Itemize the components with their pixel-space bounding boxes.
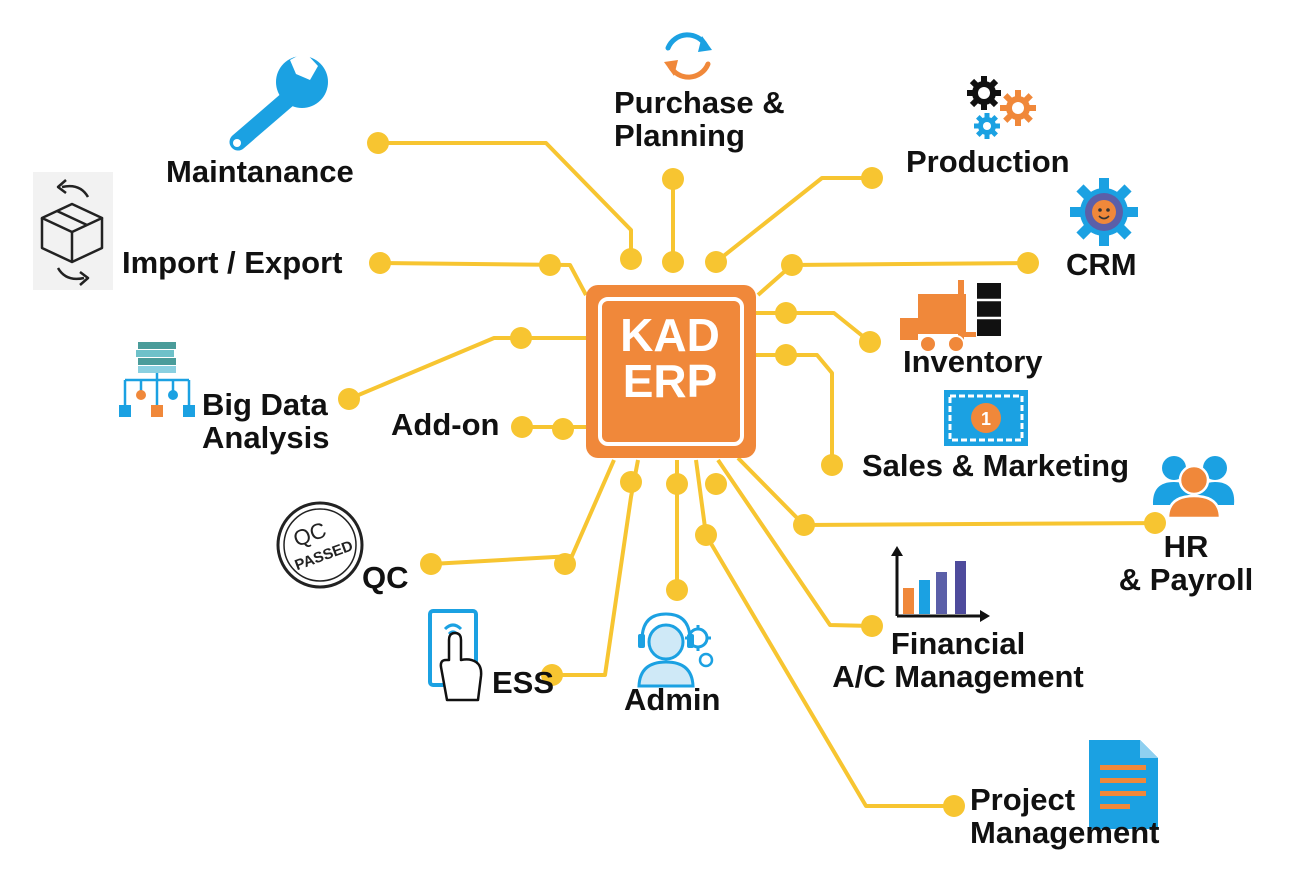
connector-dot bbox=[705, 251, 727, 273]
purchase-label-line1: Purchase & bbox=[614, 85, 785, 120]
financial-label: Financial A/C Management bbox=[818, 627, 1098, 694]
connector-dot bbox=[943, 795, 965, 817]
connector-dot bbox=[821, 454, 843, 476]
people-icon bbox=[1152, 456, 1235, 520]
connector-project bbox=[694, 459, 954, 808]
connector-dot bbox=[510, 327, 532, 349]
big-data-label: Big Data Analysis bbox=[202, 388, 330, 455]
hr-payroll-label: HR & Payroll bbox=[1112, 530, 1260, 597]
connector-dot bbox=[666, 473, 688, 495]
project-management-label: Project Management bbox=[970, 783, 1159, 850]
addon-label: Add-on bbox=[391, 407, 500, 442]
connector-dot bbox=[775, 344, 797, 366]
document-icon bbox=[1089, 740, 1158, 829]
project-label-line2: Management bbox=[970, 815, 1160, 851]
big-data-label-line2: Analysis bbox=[202, 420, 330, 456]
admin-support-icon bbox=[637, 612, 714, 688]
connector-maintenance bbox=[378, 141, 633, 262]
connector-dot bbox=[1017, 252, 1039, 274]
connector-dot bbox=[369, 252, 391, 274]
connector-dot bbox=[695, 524, 717, 546]
connector-dot bbox=[367, 132, 389, 154]
connector-dot bbox=[775, 302, 797, 324]
hr-label-line1: HR bbox=[1163, 529, 1209, 564]
crm-label: CRM bbox=[1066, 247, 1137, 282]
qc-passed-stamp-icon: QC PASSED bbox=[276, 501, 364, 589]
connector-dot bbox=[705, 473, 727, 495]
connector-dot bbox=[861, 167, 883, 189]
data-tree-icon bbox=[119, 342, 195, 417]
big-data-label-line1: Big Data bbox=[202, 387, 328, 422]
project-label-line1: Project bbox=[970, 782, 1076, 817]
connector-dots bbox=[338, 132, 1166, 817]
financial-label-line2: A/C Management bbox=[832, 659, 1084, 695]
connector-dot bbox=[1144, 512, 1166, 534]
financial-label-line1: Financial bbox=[890, 626, 1026, 661]
refresh-icon bbox=[664, 32, 712, 80]
purchase-label-line2: Planning bbox=[614, 118, 745, 154]
connector-dot bbox=[781, 254, 803, 276]
connector-qc bbox=[430, 459, 616, 566]
hr-label-line2: & Payroll bbox=[1118, 562, 1254, 598]
connector-dot bbox=[541, 664, 563, 686]
maintenance-label: Maintanance bbox=[166, 154, 354, 189]
connector-dot bbox=[552, 418, 574, 440]
gears-icon bbox=[967, 76, 1036, 139]
kad-erp-chip bbox=[586, 285, 756, 458]
connector-dot bbox=[662, 251, 684, 273]
banknote-badge: 1 bbox=[981, 409, 991, 429]
connector-dot bbox=[793, 514, 815, 536]
connector-dot bbox=[539, 254, 561, 276]
qc-label: QC bbox=[362, 560, 409, 595]
chip-line2: ERP bbox=[622, 355, 718, 407]
connector-sales bbox=[756, 353, 834, 465]
connector-dot bbox=[861, 615, 883, 637]
bar-chart-icon bbox=[891, 546, 990, 622]
production-label: Production bbox=[906, 144, 1070, 179]
connector-dot bbox=[859, 331, 881, 353]
connector-financial bbox=[716, 458, 873, 628]
connector-dot bbox=[620, 248, 642, 270]
purchase-planning-label: Purchase & Planning bbox=[614, 86, 785, 153]
connector-inventory bbox=[756, 311, 872, 344]
package-exchange-icon bbox=[33, 172, 113, 290]
wrench-icon bbox=[229, 52, 328, 151]
chip-line1: KAD bbox=[620, 309, 720, 361]
inventory-label: Inventory bbox=[903, 344, 1043, 379]
import-export-label: Import / Export bbox=[122, 245, 343, 280]
connector-dot bbox=[666, 579, 688, 601]
touch-scan-icon bbox=[428, 609, 483, 702]
banknote-icon: 1 bbox=[944, 390, 1028, 446]
connector-dot bbox=[662, 168, 684, 190]
kad-erp-title: KAD ERP bbox=[608, 312, 732, 404]
connector-dot bbox=[554, 553, 576, 575]
connector-production bbox=[714, 176, 872, 264]
customer-gear-icon bbox=[1070, 178, 1138, 246]
ess-label: ESS bbox=[492, 665, 555, 700]
admin-label: Admin bbox=[624, 682, 721, 717]
connector-dot bbox=[338, 388, 360, 410]
connector-bigdata bbox=[348, 336, 586, 401]
connector-dot bbox=[620, 471, 642, 493]
sales-marketing-label: Sales & Marketing bbox=[862, 448, 1130, 483]
connector-dot bbox=[420, 553, 442, 575]
connector-dot bbox=[511, 416, 533, 438]
connector-import bbox=[379, 261, 588, 296]
forklift-icon bbox=[900, 280, 1001, 353]
